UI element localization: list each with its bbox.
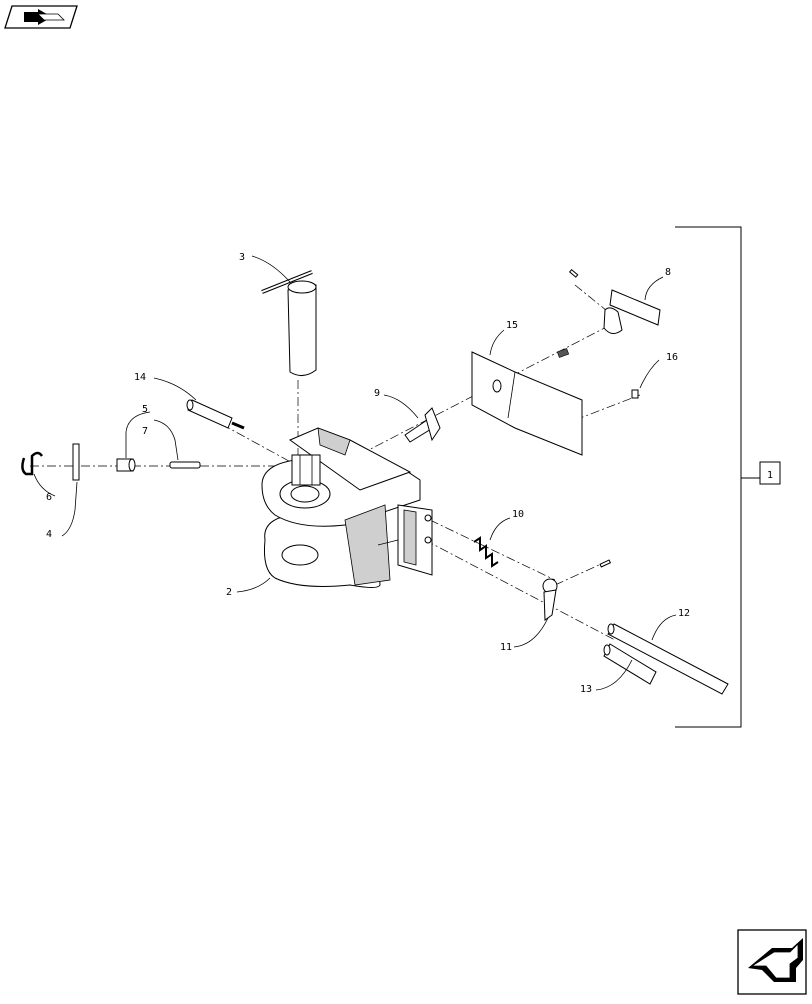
callout-3: 3 (239, 252, 245, 263)
callout-8: 8 (665, 267, 671, 278)
callout-6: 6 (46, 492, 52, 503)
assembly-bracket (675, 226, 781, 728)
part-15-plate (471, 351, 583, 456)
callout-12: 12 (678, 608, 690, 619)
part-4-washer (72, 443, 80, 481)
callout-4: 4 (46, 529, 52, 540)
part-9-latch-pin (404, 407, 441, 443)
back-arrow-icon[interactable] (4, 5, 78, 29)
part-6-spring-clip (21, 451, 44, 476)
callout-14: 14 (134, 372, 146, 383)
part-12-rod (607, 623, 729, 695)
part-2-hitch-body (261, 427, 433, 588)
callout-labels: 1 2 3 4 5 6 7 8 9 10 11 12 13 14 15 16 (46, 252, 773, 695)
callout-2: 2 (226, 587, 232, 598)
part-14-pin (186, 399, 245, 430)
callout-7: 7 (142, 426, 148, 437)
part-3-pin (261, 270, 317, 376)
callout-10: 10 (512, 509, 524, 520)
leader-lines (33, 255, 677, 691)
callout-9: 9 (374, 388, 380, 399)
callout-11: 11 (500, 642, 512, 653)
part-16-screw (631, 389, 639, 399)
forward-arrow-icon[interactable] (737, 929, 807, 995)
callout-15: 15 (506, 320, 518, 331)
part-8-lever (556, 268, 661, 358)
part-10-spring (473, 536, 499, 568)
callout-1: 1 (767, 470, 773, 481)
part-7-roll-pin (169, 461, 201, 469)
callout-13: 13 (580, 684, 592, 695)
part-5-bushing (116, 458, 136, 472)
callout-5: 5 (142, 404, 148, 415)
callout-16: 16 (666, 352, 678, 363)
part-11-latch (542, 559, 612, 621)
